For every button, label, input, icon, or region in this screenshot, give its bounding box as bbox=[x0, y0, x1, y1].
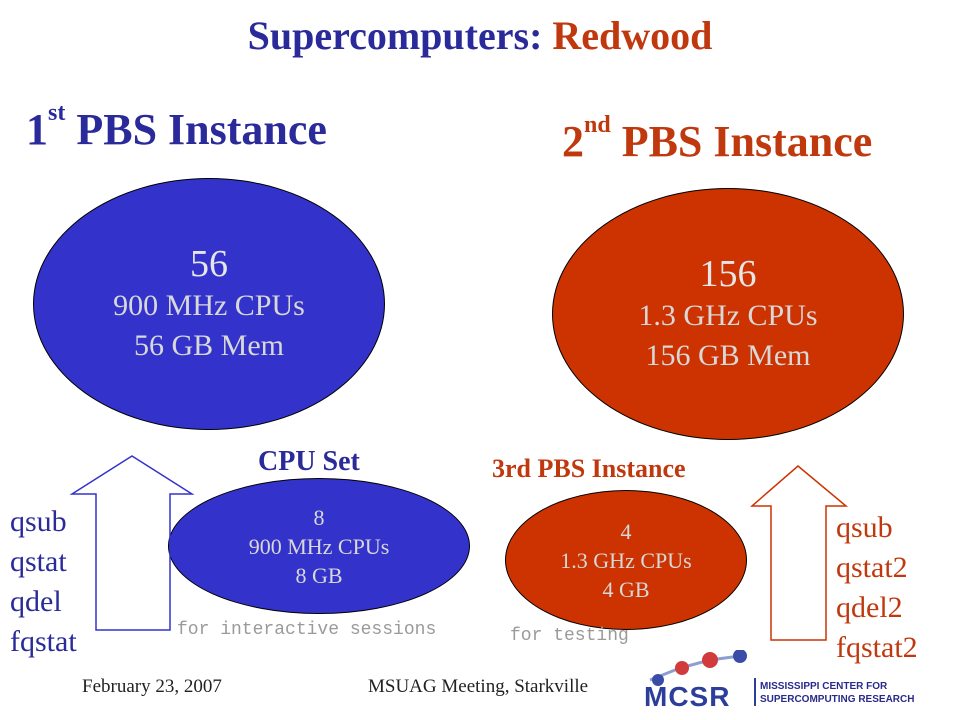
mcsr-logo: MCSR MISSISSIPPI CENTER FOR SUPERCOMPUTI… bbox=[640, 650, 914, 710]
mcsr-logo-graphic: MCSR bbox=[644, 650, 756, 710]
cpuset-mem: 8 GB bbox=[295, 562, 343, 588]
pbs2-heading: 2nd PBS Instance bbox=[562, 112, 873, 167]
mcsr-line2: SUPERCOMPUTING RESEARCH bbox=[760, 694, 915, 705]
footer-meeting: MSUAG Meeting, Starkville bbox=[368, 676, 589, 697]
commands-right: qsub qstat2 qdel2 fqstat2 bbox=[836, 508, 918, 668]
cpuset-note: for interactive sessions bbox=[177, 620, 437, 640]
cpuset-ellipse: 8 900 MHz CPUs 8 GB bbox=[168, 478, 470, 614]
title-prefix: Supercomputers: bbox=[247, 13, 553, 58]
pbs1-count: 56 bbox=[190, 243, 228, 285]
arrow-up-right-icon bbox=[749, 465, 849, 641]
arrow-up-left-icon bbox=[69, 455, 195, 631]
mcsr-line1: MISSISSIPPI CENTER FOR bbox=[760, 681, 888, 692]
pbs3-note: for testing bbox=[510, 626, 629, 646]
cpuset-label: CPU Set bbox=[258, 446, 360, 477]
cpuset-count: 8 bbox=[313, 504, 325, 530]
pbs1-heading-text: PBS Instance bbox=[76, 105, 327, 154]
cmd-right-qsub: qsub bbox=[836, 511, 893, 544]
pbs1-cpus: 900 MHz CPUs bbox=[113, 289, 305, 322]
pbs2-mem: 156 GB Mem bbox=[645, 339, 811, 372]
pbs1-ellipse: 56 900 MHz CPUs 56 GB Mem bbox=[33, 178, 385, 430]
pbs3-ellipse: 4 1.3 GHz CPUs 4 GB bbox=[505, 490, 747, 630]
pbs3-count: 4 bbox=[620, 518, 632, 544]
cmd-left-fqstat: fqstat bbox=[10, 625, 77, 658]
title-name: Redwood bbox=[552, 13, 713, 58]
cmd-right-qdel2: qdel2 bbox=[836, 591, 903, 624]
pbs3-cpus: 1.3 GHz CPUs bbox=[560, 547, 692, 573]
cmd-left-qdel: qdel bbox=[10, 585, 62, 618]
footer-date: February 23, 2007 bbox=[82, 676, 222, 697]
mcsr-acronym: MCSR bbox=[644, 681, 730, 710]
cpuset-cpus: 900 MHz CPUs bbox=[248, 533, 390, 559]
pbs1-ordinal: 1 bbox=[26, 105, 48, 154]
pbs1-ordinal-suffix: st bbox=[48, 100, 66, 126]
cmd-right-qstat2: qstat2 bbox=[836, 551, 908, 584]
cmd-right-fqstat2: fqstat2 bbox=[836, 631, 918, 664]
slide-title: Supercomputers: Redwood bbox=[0, 12, 960, 59]
pbs2-ordinal-suffix: nd bbox=[584, 112, 611, 138]
pbs2-count: 156 bbox=[699, 253, 757, 295]
pbs3-label: 3rd PBS Instance bbox=[492, 454, 686, 483]
cmd-left-qstat: qstat bbox=[10, 545, 67, 578]
pbs2-ordinal: 2 bbox=[562, 117, 584, 166]
pbs1-heading: 1st PBS Instance bbox=[26, 100, 327, 155]
pbs2-heading-text: PBS Instance bbox=[621, 117, 873, 166]
pbs2-cpus: 1.3 GHz CPUs bbox=[638, 299, 818, 332]
pbs3-mem: 4 GB bbox=[602, 576, 650, 602]
commands-left: qsub qstat qdel fqstat bbox=[10, 502, 77, 662]
pbs2-ellipse: 156 1.3 GHz CPUs 156 GB Mem bbox=[552, 188, 904, 440]
pbs1-mem: 56 GB Mem bbox=[134, 329, 284, 362]
cmd-left-qsub: qsub bbox=[10, 505, 67, 538]
